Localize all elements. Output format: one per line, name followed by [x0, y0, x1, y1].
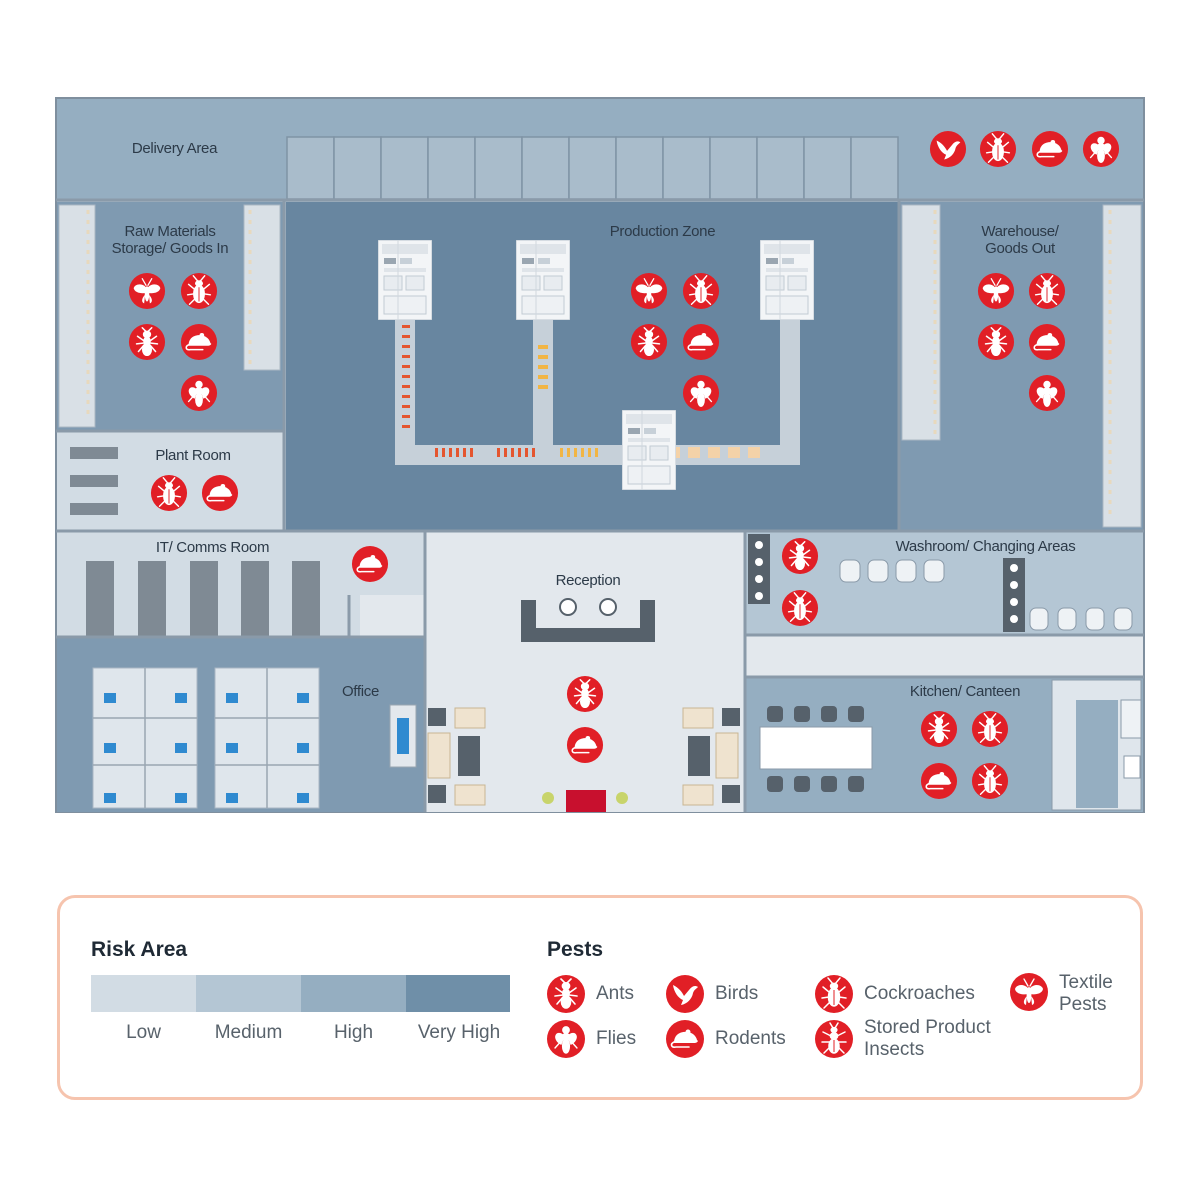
- server-racks: [86, 561, 320, 636]
- kitchen-rodent-icon: [920, 762, 958, 800]
- risk-swatch-medium: [196, 975, 301, 1012]
- label-office: Office: [341, 683, 380, 700]
- interior-walls: [56, 198, 1144, 812]
- legend-label-birds: Birds: [715, 983, 759, 1004]
- label-warehouse: Warehouse/ Goods Out: [981, 223, 1059, 257]
- delivery-rodent-icon: [1031, 130, 1069, 168]
- shelving-left: [58, 204, 96, 428]
- reception-seating: [427, 707, 740, 806]
- raw-cockroach-icon: [180, 272, 218, 310]
- washroom-stalls: [839, 559, 1133, 631]
- washroom-cockroach-icon: [781, 589, 819, 627]
- raw-textile-icon: [128, 272, 166, 310]
- pests-title: Pests: [547, 938, 604, 961]
- risk-area-title: Risk Area: [91, 938, 188, 961]
- risk-swatch-very-high: [406, 975, 510, 1012]
- bird-icon: [666, 975, 704, 1013]
- warehouse-rodent-icon: [1028, 323, 1066, 361]
- production-textile-icon: [630, 272, 668, 310]
- production-cockroach-icon: [682, 272, 720, 310]
- canteen-table: [759, 726, 873, 770]
- risk-label-medium: Medium: [214, 1022, 283, 1043]
- legend-item-ants: Ants: [546, 974, 634, 1014]
- legend-item-birds: Birds: [665, 974, 758, 1014]
- raw-fly-icon: [180, 374, 218, 412]
- delivery-fly-icon: [1082, 130, 1120, 168]
- moth-icon: [1009, 972, 1049, 1012]
- warehouse-fly-icon: [1028, 374, 1066, 412]
- shelving-right: [243, 204, 281, 371]
- risk-label-very-high: Very High: [417, 1022, 501, 1043]
- legend-label-textile: Textile Pests: [1059, 972, 1113, 1015]
- production-ant-icon: [630, 323, 668, 361]
- risk-swatch-low: [91, 975, 196, 1012]
- conveyor-marks: [402, 325, 760, 458]
- cockroach-icon: [814, 974, 854, 1014]
- legend-label-rodents: Rodents: [715, 1028, 786, 1049]
- label-raw-materials: Raw Materials Storage/ Goods In: [111, 223, 229, 257]
- entrance-mat: [566, 790, 606, 812]
- machine-4: [622, 410, 676, 490]
- legend-label-stored-product: Stored Product Insects: [864, 1017, 991, 1060]
- corridor: [746, 636, 1143, 676]
- delivery-bird-icon: [929, 130, 967, 168]
- risk-label-low: Low: [126, 1022, 161, 1043]
- legend-item-cockroaches: Cockroaches: [814, 974, 975, 1014]
- production-fly-icon: [682, 374, 720, 412]
- kitchen-ant-icon: [920, 710, 958, 748]
- floor-plan: [55, 97, 1145, 813]
- legend-label-cockroaches: Cockroaches: [864, 983, 975, 1004]
- raw-ant-icon: [128, 323, 166, 361]
- ant-icon: [546, 974, 586, 1014]
- machine-2: [516, 240, 570, 320]
- production-rodent-icon: [682, 323, 720, 361]
- risk-swatch-high: [301, 975, 406, 1012]
- reception-rodent-icon: [566, 726, 604, 764]
- raw-rodent-icon: [180, 323, 218, 361]
- reception-ant-icon: [566, 675, 604, 713]
- washroom-ant-icon: [781, 537, 819, 575]
- label-it-comms: IT/ Comms Room: [155, 539, 270, 556]
- kitchen-cockroach-icon-2: [971, 762, 1009, 800]
- warehouse-textile-icon: [977, 272, 1015, 310]
- rodent-icon: [665, 1019, 705, 1059]
- risk-label-high: High: [333, 1022, 374, 1043]
- warehouse-cockroach-icon: [1028, 272, 1066, 310]
- legend-item-rodents: Rodents: [665, 1019, 786, 1059]
- legend-item-textile: Textile Pests: [1009, 972, 1113, 1016]
- delivery-cockroach-icon: [979, 130, 1017, 168]
- fly-icon: [546, 1019, 586, 1059]
- label-production-zone: Production Zone: [609, 223, 716, 240]
- warehouse-ant-icon: [977, 323, 1015, 361]
- legend-item-flies: Flies: [546, 1019, 636, 1059]
- loading-bays: [286, 136, 899, 200]
- office-chairs: [104, 693, 309, 803]
- legend-item-stored-product: Stored Product Insects: [814, 1017, 991, 1061]
- plant-cockroach-icon: [150, 474, 188, 512]
- plant-rodent-icon: [201, 474, 239, 512]
- machine-1: [378, 240, 432, 320]
- label-reception: Reception: [555, 572, 621, 589]
- label-kitchen: Kitchen/ Canteen: [909, 683, 1021, 700]
- label-plant-room: Plant Room: [155, 447, 231, 464]
- label-delivery-area: Delivery Area: [131, 140, 218, 157]
- beetle-icon: [814, 1019, 854, 1059]
- it-rodent-icon: [351, 545, 389, 583]
- label-washroom: Washroom/ Changing Areas: [895, 538, 1076, 555]
- plant-units: [70, 447, 118, 515]
- canteen-chairs: [767, 706, 864, 792]
- legend-label-ants: Ants: [596, 983, 635, 1004]
- machine-3: [760, 240, 814, 320]
- kitchen-cockroach-icon: [971, 710, 1009, 748]
- reception-desk: [521, 600, 655, 642]
- legend-label-flies: Flies: [596, 1028, 637, 1049]
